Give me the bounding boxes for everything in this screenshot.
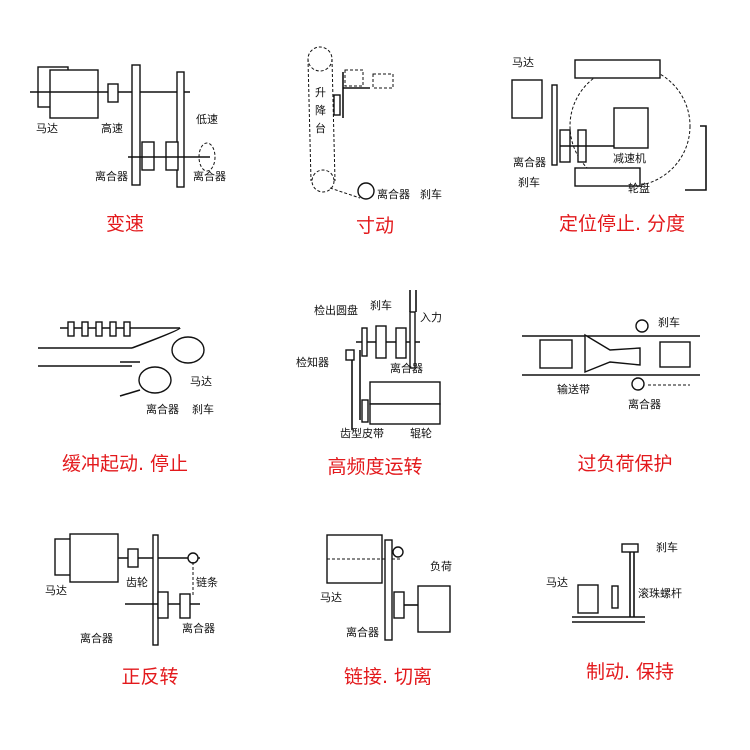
panel-title: 寸动 [356, 215, 394, 237]
label-load: 负荷 [430, 559, 452, 573]
inching-sketch [307, 46, 394, 200]
positioning-sketch [511, 59, 707, 191]
panel-brake-hold: 刹车 马达 滚珠螺杆 制动. 保持 [546, 540, 682, 683]
label-chain: 链条 [196, 575, 218, 589]
label-motor: 马达 [45, 584, 67, 597]
speed-change-sketch [30, 64, 216, 188]
label-motor: 马达 [546, 576, 568, 589]
label-brake: 刹车 [192, 402, 214, 416]
panel-connect-disconnect: 马达 负荷 离合器 链接. 切离 [320, 534, 452, 688]
label-clutch: 离合器 [346, 625, 379, 639]
panel-title: 变速 [106, 213, 144, 235]
label-clutch: 离合器 [193, 169, 226, 183]
label-brake: 刹车 [518, 175, 540, 189]
label-sensor: 检知器 [296, 355, 329, 369]
label-detect-disc: 检出圆盘 [314, 303, 358, 317]
panel-speed-change: 马达 高速 低速 离合器 离合器 变速 [30, 64, 226, 235]
buffered-start-sketch [38, 321, 205, 397]
label-motor: 马达 [36, 122, 58, 135]
label-reducer: 减速机 [613, 151, 646, 165]
high-frequency-sketch [345, 290, 441, 430]
label-brake: 刹车 [370, 298, 392, 312]
label-lift: 升 [315, 86, 326, 99]
label-clutch: 离合器 [146, 402, 179, 416]
label-motor: 马达 [320, 591, 342, 604]
panel-inching: 升 降 台 离合器 刹车 寸动 [307, 46, 442, 237]
panel-buffered-start: 马达 离合器 刹车 缓冲起动. 停止 [38, 321, 214, 475]
panel-title: 正反转 [121, 666, 178, 688]
label-ball-screw: 滚珠螺杆 [638, 586, 682, 600]
label-clutch: 离合器 [95, 169, 128, 183]
label-motor: 马达 [512, 56, 534, 69]
panel-title: 高频度运转 [327, 456, 422, 478]
label-disc: 轮盘 [628, 181, 650, 195]
label-lift: 台 [315, 121, 326, 135]
label-timing-belt: 齿型皮带 [340, 426, 384, 440]
overload-sketch [522, 319, 700, 391]
label-conveyor: 输送带 [557, 382, 590, 396]
panel-title: 过负荷保护 [577, 453, 672, 475]
label-clutch: 离合器 [628, 397, 661, 411]
brake-hold-sketch [572, 543, 645, 623]
panel-high-frequency: 检出圆盘 刹车 入力 检知器 离合器 齿型皮带 辊轮 高频度运转 [296, 290, 442, 478]
panel-title: 缓冲起动. 停止 [62, 453, 188, 475]
panel-title: 定位停止. 分度 [559, 213, 685, 235]
panel-title: 制动. 保持 [586, 661, 674, 683]
label-brake: 刹车 [656, 540, 678, 554]
label-clutch: 离合器 [80, 631, 113, 645]
panel-positioning: 马达 离合器 刹车 减速机 轮盘 定位停止. 分度 [511, 56, 707, 235]
label-roller: 辊轮 [410, 426, 432, 440]
label-gear: 齿轮 [126, 575, 148, 589]
label-input: 入力 [420, 311, 442, 324]
panel-overload: 刹车 输送带 离合器 过负荷保护 [522, 315, 700, 475]
label-low-speed: 低速 [196, 113, 218, 126]
label-brake: 刹车 [420, 187, 442, 201]
panel-forward-reverse: 马达 齿轮 链条 离合器 离合器 正反转 [45, 533, 218, 688]
label-brake: 刹车 [658, 315, 680, 329]
connect-disconnect-sketch [326, 534, 451, 641]
label-clutch: 离合器 [377, 187, 410, 201]
label-lift: 降 [315, 103, 326, 117]
label-clutch: 离合器 [513, 155, 546, 169]
label-clutch: 离合器 [390, 361, 423, 375]
forward-reverse-sketch [54, 533, 200, 646]
label-high-speed: 高速 [101, 121, 123, 135]
label-clutch: 离合器 [182, 621, 215, 635]
label-motor: 马达 [190, 375, 212, 388]
panel-title: 链接. 切离 [344, 666, 432, 688]
